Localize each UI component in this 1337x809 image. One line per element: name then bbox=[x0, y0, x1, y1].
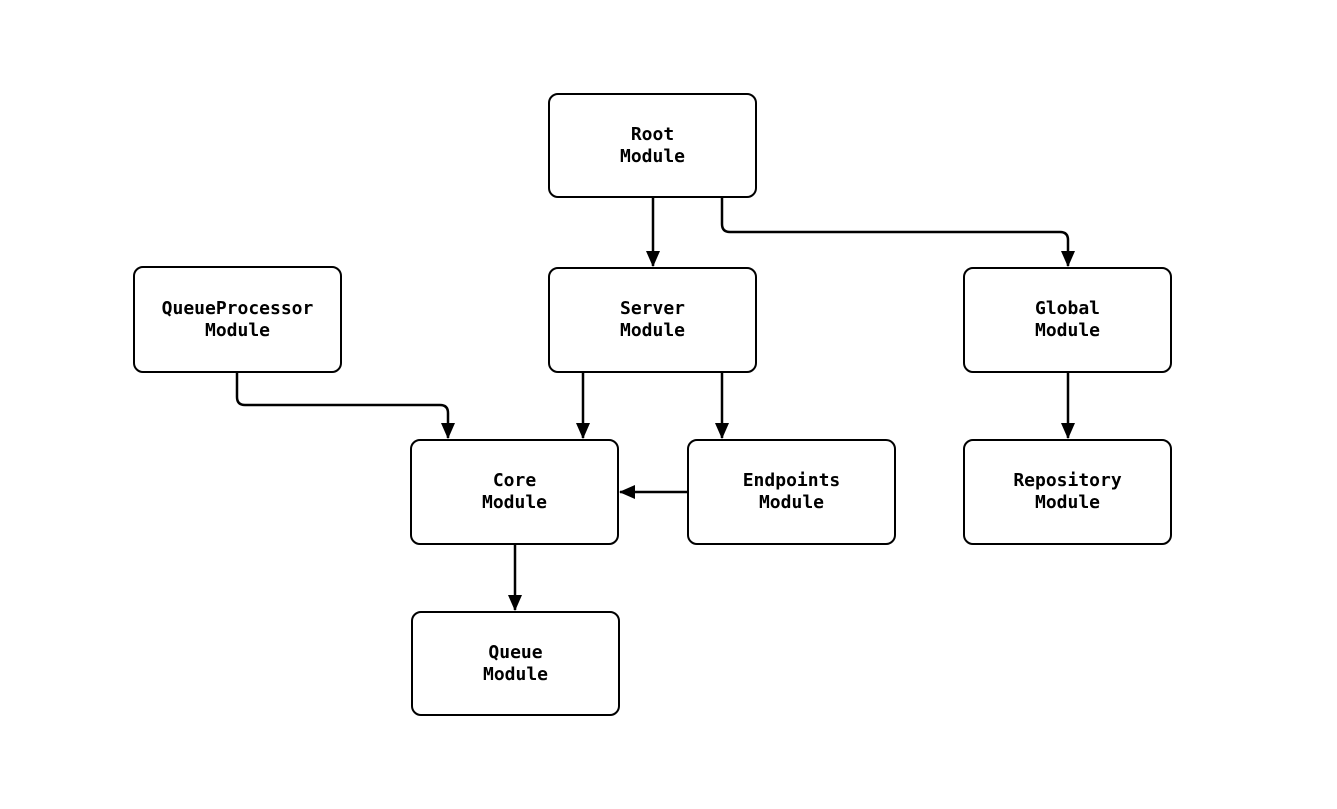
node-server-module-label: Server Module bbox=[619, 298, 686, 341]
node-queueprocessor-module: QueueProcessor Module bbox=[133, 266, 342, 373]
edge-root-to-global bbox=[720, 198, 1075, 267]
edge-queueprocessor-to-core bbox=[235, 373, 455, 439]
node-core-module-label: Core Module bbox=[481, 470, 548, 513]
node-root-module: Root Module bbox=[548, 93, 757, 198]
node-root-module-label: Root Module bbox=[619, 123, 686, 167]
node-core-module: Core Module bbox=[410, 439, 619, 545]
node-endpoints-module: Endpoints Module bbox=[687, 439, 896, 545]
node-endpoints-module-label: Endpoints Module bbox=[742, 470, 841, 513]
node-repository-module-label: Repository Module bbox=[1013, 470, 1122, 513]
node-queueprocessor-module-label: QueueProcessor Module bbox=[161, 297, 314, 341]
node-queue-module-label: Queue Module bbox=[482, 641, 549, 685]
node-server-module: Server Module bbox=[548, 267, 757, 373]
node-global-module: Global Module bbox=[963, 267, 1172, 373]
node-global-module-label: Global Module bbox=[1034, 298, 1101, 341]
node-queue-module: Queue Module bbox=[411, 611, 620, 716]
node-repository-module: Repository Module bbox=[963, 439, 1172, 545]
